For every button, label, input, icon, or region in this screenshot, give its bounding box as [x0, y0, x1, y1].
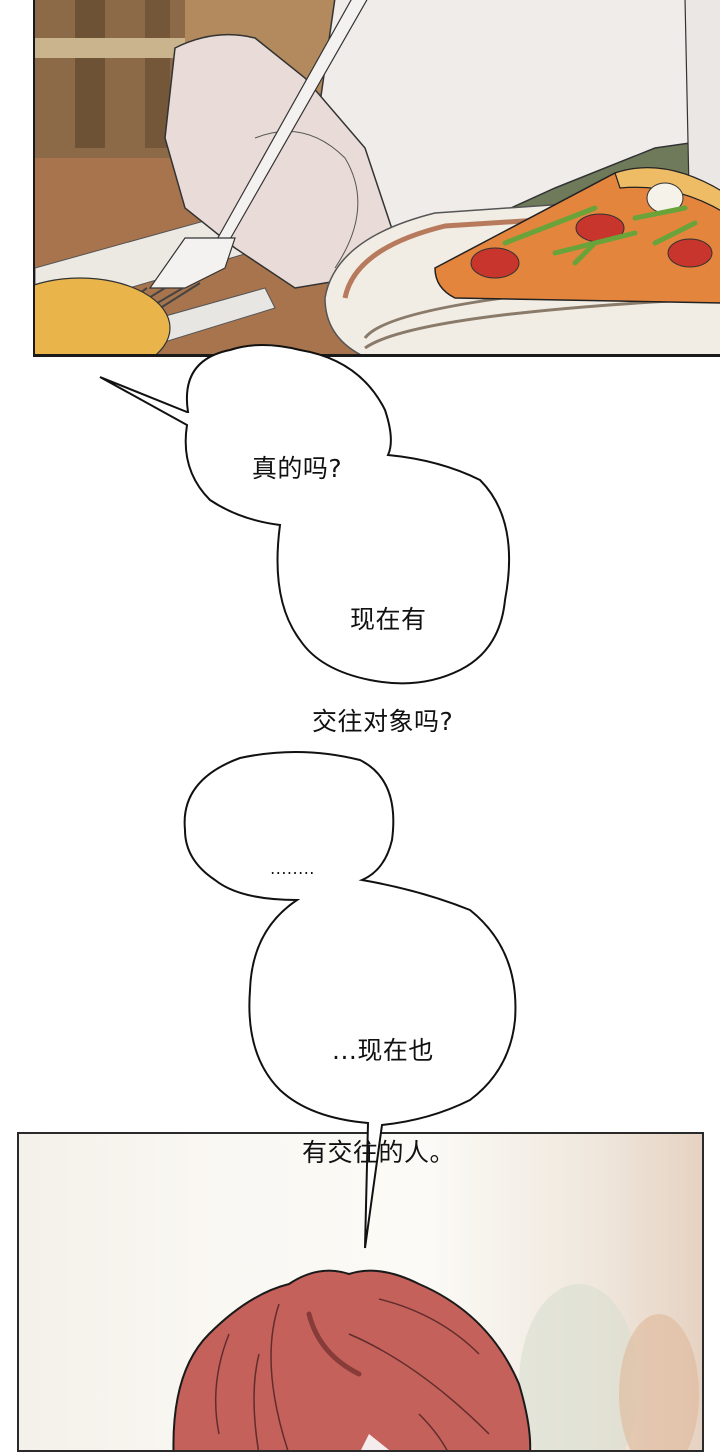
panel-red-hair	[17, 1132, 704, 1452]
panel-fork-pizza	[33, 0, 720, 357]
bubble-1-line-1: 真的吗?	[251, 454, 343, 483]
bubble-3-line-1: ........	[270, 859, 315, 878]
bubble-4-line-1: ...现在也	[332, 1036, 434, 1065]
red-hair-illustration	[172, 1269, 699, 1450]
bubble-3-text: ........	[259, 818, 315, 886]
bubble-4-line-2: 有交往的人。	[302, 1138, 456, 1167]
fork-pizza-illustration	[35, 0, 720, 354]
bubble-1-text: 真的吗?	[235, 418, 342, 486]
bubble-1-outline	[99, 344, 511, 685]
bubble-2-line-2: 交往对象吗?	[312, 707, 454, 736]
bubble-2-line-1: 现在有	[350, 605, 427, 634]
bubble-4-text: ...现在也 有交往的人。	[302, 966, 455, 1204]
bubble-2-text: 现在有 交往对象吗?	[312, 535, 480, 773]
bubble-3-outline	[183, 751, 517, 1249]
